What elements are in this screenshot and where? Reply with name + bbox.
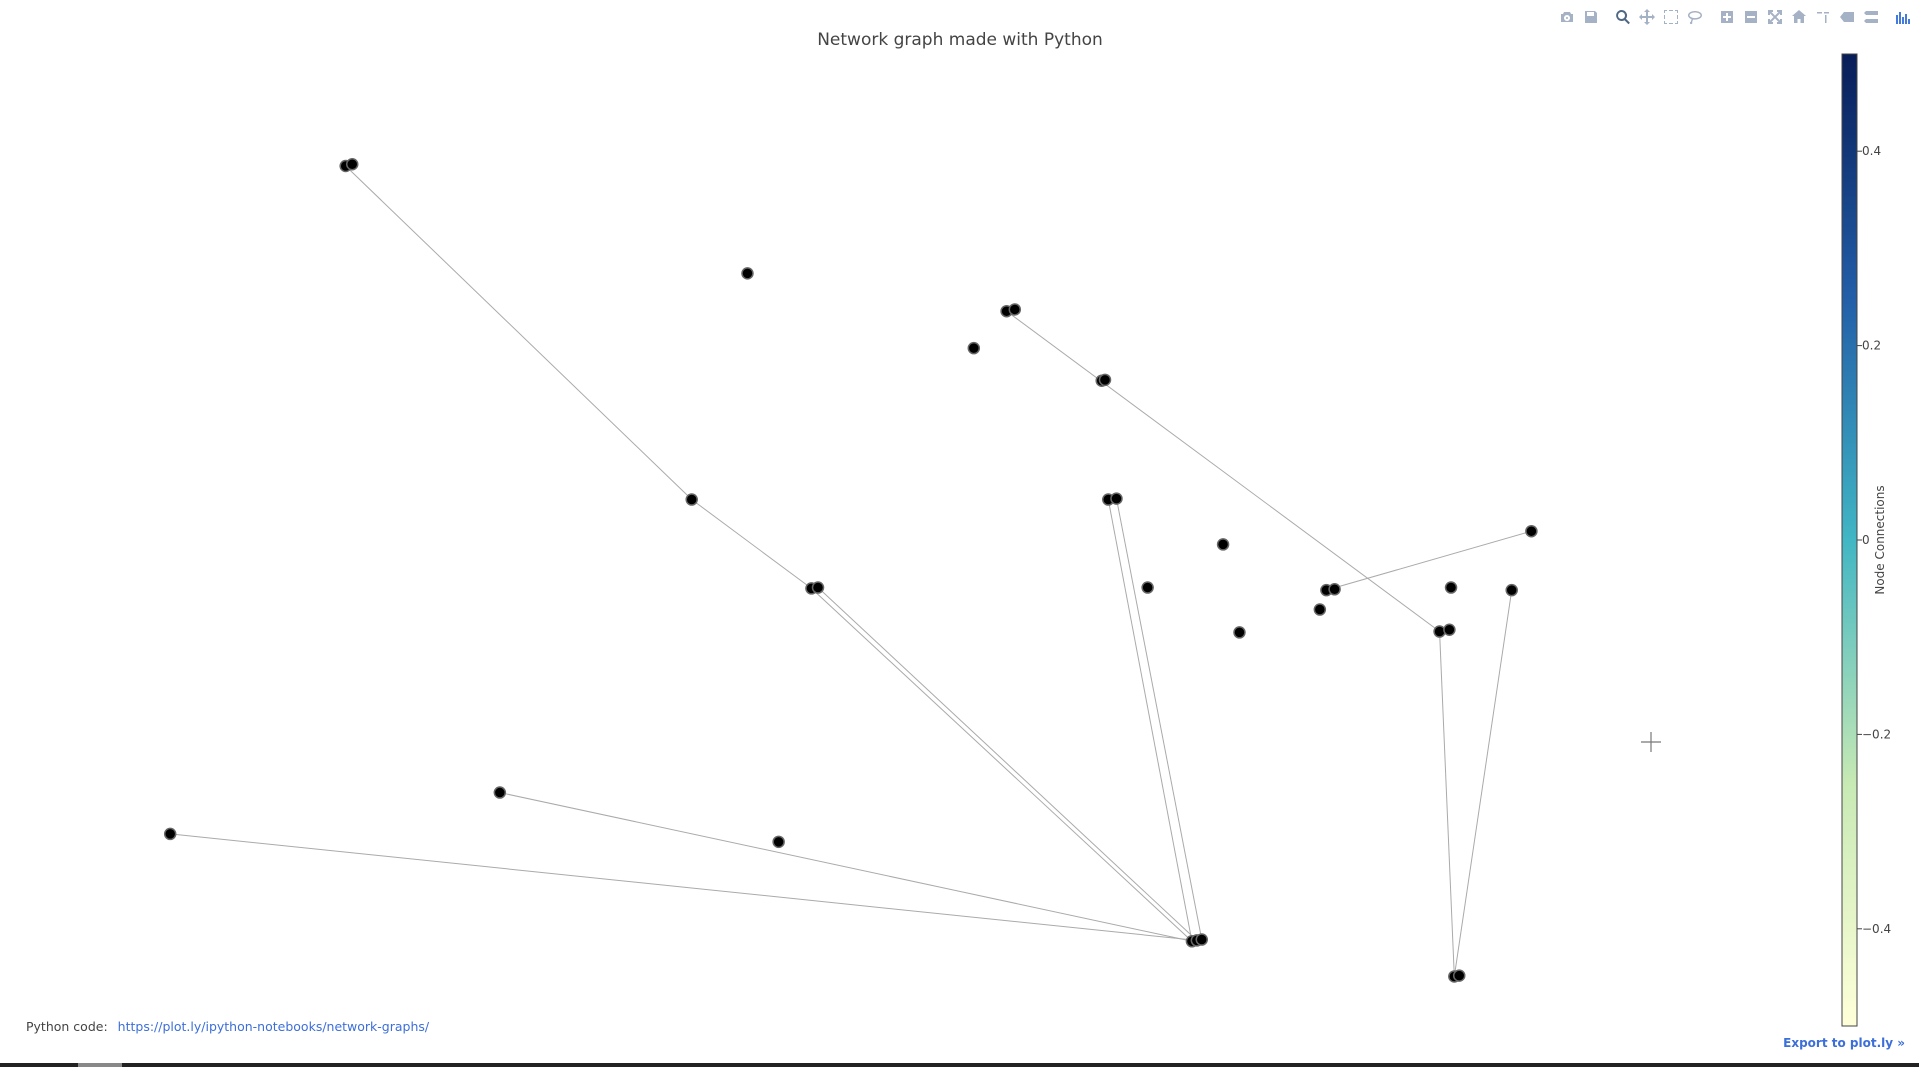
colorbar	[1841, 53, 1858, 1027]
python-code-label: Python code:	[26, 1019, 108, 1034]
edge-line	[1006, 310, 1440, 632]
toggle-spike-lines-icon[interactable]	[1813, 7, 1833, 27]
node-point[interactable]	[1505, 583, 1518, 597]
zoom-in-icon[interactable]	[1717, 7, 1737, 27]
python-code-annotation: Python code: https://plot.ly/ipython-not…	[26, 1019, 429, 1034]
node-point[interactable]	[1233, 626, 1246, 639]
save-icon[interactable]	[1581, 7, 1601, 27]
node-point[interactable]	[1525, 524, 1538, 538]
node-point[interactable]	[1195, 933, 1209, 946]
node-point[interactable]	[811, 581, 825, 594]
hover-closest-icon[interactable]	[1837, 7, 1857, 27]
box-select-icon[interactable]	[1661, 7, 1681, 27]
nodes-layer	[163, 157, 1538, 983]
hover-compare-icon[interactable]	[1861, 7, 1881, 27]
chart-title: Network graph made with Python	[817, 30, 1103, 50]
edge-line	[1439, 631, 1455, 977]
zoom-icon[interactable]	[1613, 7, 1633, 27]
node-point[interactable]	[1328, 583, 1341, 596]
autoscale-icon[interactable]	[1765, 7, 1785, 27]
edge-line	[1326, 530, 1532, 591]
node-point[interactable]	[1452, 969, 1466, 982]
edge-line	[1453, 590, 1513, 977]
plotly-logo-icon[interactable]	[1893, 7, 1913, 27]
scrollbar-thumb[interactable]	[78, 1063, 122, 1067]
bottom-scrollbar[interactable]	[0, 1063, 1919, 1067]
node-point[interactable]	[1110, 492, 1123, 505]
colorbar-ticks: 0.4 0.2 0 −0.2 −0.4	[1857, 144, 1891, 936]
node-point[interactable]	[1098, 373, 1112, 387]
edges-layer	[170, 165, 1532, 977]
edge-line	[499, 792, 1193, 942]
lasso-select-icon[interactable]	[1685, 7, 1705, 27]
node-point[interactable]	[345, 157, 359, 171]
node-point[interactable]	[685, 493, 698, 506]
colorbar-tick-label: 0.2	[1862, 339, 1881, 353]
zoom-out-icon[interactable]	[1741, 7, 1761, 27]
node-point[interactable]	[1313, 603, 1327, 616]
edge-line	[1107, 499, 1193, 942]
cursor-crosshair-icon	[1641, 732, 1661, 752]
colorbar-title: Node Connections	[1873, 485, 1887, 594]
edge-line	[345, 165, 693, 500]
node-point[interactable]	[1444, 581, 1458, 594]
edge-line	[811, 588, 1193, 942]
modebar-group-view	[1717, 7, 1881, 27]
node-point[interactable]	[1443, 623, 1456, 637]
colorbar-tick-label: −0.4	[1862, 922, 1891, 936]
node-point[interactable]	[493, 786, 507, 799]
reset-axes-icon[interactable]	[1789, 7, 1809, 27]
edge-line	[1115, 498, 1203, 940]
modebar-group-export	[1557, 7, 1601, 27]
edge-line	[691, 499, 812, 589]
pan-icon[interactable]	[1637, 7, 1657, 27]
node-point[interactable]	[741, 267, 754, 280]
colorbar-tick-label: 0	[1862, 533, 1870, 547]
node-point[interactable]	[1008, 303, 1022, 316]
export-to-plotly-link[interactable]: Export to plot.ly »	[1783, 1036, 1905, 1050]
colorbar-tick-label: −0.2	[1862, 727, 1891, 741]
node-point[interactable]	[772, 835, 785, 849]
node-point[interactable]	[163, 827, 177, 841]
modebar-group-drag	[1613, 7, 1705, 27]
edge-line	[170, 833, 1197, 941]
camera-icon[interactable]	[1557, 7, 1577, 27]
node-point[interactable]	[967, 341, 981, 355]
python-code-link[interactable]: https://plot.ly/ipython-notebooks/networ…	[117, 1019, 430, 1034]
modebar-group-logo	[1893, 7, 1913, 27]
node-point[interactable]	[1141, 581, 1154, 594]
edge-line	[817, 587, 1198, 941]
node-point[interactable]	[1216, 538, 1230, 551]
colorbar-tick-label: 0.4	[1862, 144, 1881, 158]
modebar	[1551, 6, 1913, 28]
